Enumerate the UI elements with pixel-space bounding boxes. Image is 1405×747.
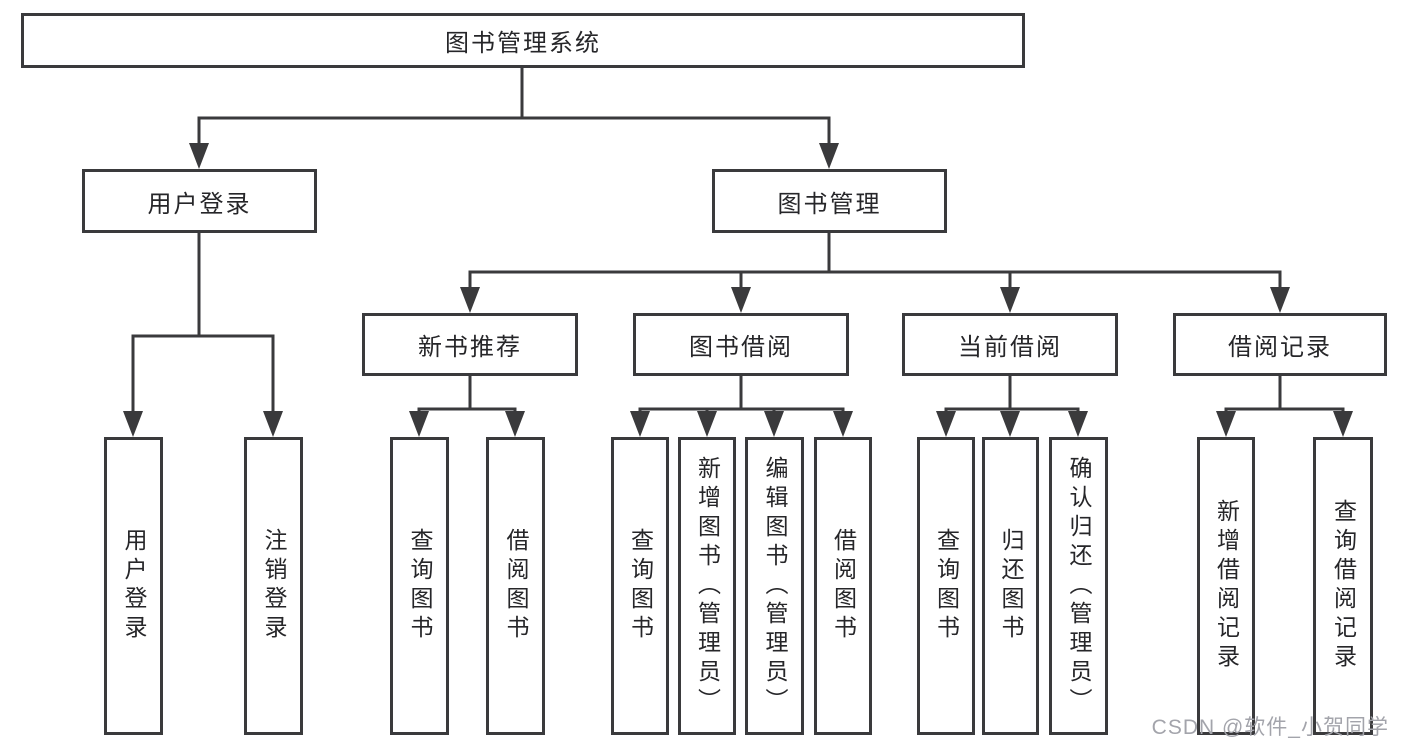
leaf-bb-query-book: 查询图书 bbox=[611, 437, 669, 735]
node-root: 图书管理系统 bbox=[21, 13, 1025, 68]
node-new-book-recommend-label: 新书推荐 bbox=[418, 334, 522, 361]
node-current-borrow-label: 当前借阅 bbox=[958, 334, 1062, 361]
leaf-logout: 注销登录 bbox=[244, 437, 303, 735]
leaf-br-query-record-label: 查询借阅记录 bbox=[1330, 499, 1357, 673]
leaf-bb-edit-book-label: 编辑图书（管理员） bbox=[762, 455, 788, 717]
leaf-bb-query-book-label: 查询图书 bbox=[627, 528, 654, 644]
node-root-label: 图书管理系统 bbox=[445, 30, 601, 57]
leaf-br-add-record: 新增借阅记录 bbox=[1197, 437, 1255, 735]
arrowhead-icons bbox=[123, 143, 1353, 437]
node-book-borrow: 图书借阅 bbox=[633, 313, 849, 376]
leaf-cb-confirm-return: 确认归还（管理员） bbox=[1049, 437, 1108, 735]
leaf-bb-add-book: 新增图书（管理员） bbox=[678, 437, 736, 735]
node-user-login-label: 用户登录 bbox=[147, 190, 252, 218]
leaf-user-login-label: 用户登录 bbox=[121, 528, 147, 644]
watermark: CSDN @软件_小贺同学 bbox=[1151, 716, 1389, 739]
leaf-bb-borrow-book-label: 借阅图书 bbox=[830, 528, 857, 644]
node-borrow-record-label: 借阅记录 bbox=[1228, 334, 1332, 361]
leaf-cb-return-book-label: 归还图书 bbox=[998, 528, 1024, 644]
leaf-cb-return-book: 归还图书 bbox=[982, 437, 1039, 735]
leaf-logout-label: 注销登录 bbox=[261, 528, 287, 644]
leaf-bb-borrow-book: 借阅图书 bbox=[814, 437, 872, 735]
leaf-bb-edit-book: 编辑图书（管理员） bbox=[745, 437, 804, 735]
node-new-book-recommend: 新书推荐 bbox=[362, 313, 578, 376]
leaf-nbr-query-book-label: 查询图书 bbox=[407, 528, 433, 644]
leaf-nbr-borrow-book-label: 借阅图书 bbox=[503, 528, 529, 644]
node-user-login: 用户登录 bbox=[82, 169, 317, 233]
node-book-management: 图书管理 bbox=[712, 169, 947, 233]
node-book-management-label: 图书管理 bbox=[777, 190, 882, 218]
node-book-borrow-label: 图书借阅 bbox=[689, 334, 793, 361]
leaf-br-query-record: 查询借阅记录 bbox=[1313, 437, 1373, 735]
node-borrow-record: 借阅记录 bbox=[1173, 313, 1387, 376]
leaf-nbr-borrow-book: 借阅图书 bbox=[486, 437, 545, 735]
leaf-cb-confirm-return-label: 确认归还（管理员） bbox=[1066, 455, 1092, 717]
node-current-borrow: 当前借阅 bbox=[902, 313, 1118, 376]
leaf-br-add-record-label: 新增借阅记录 bbox=[1213, 499, 1240, 673]
leaf-user-login: 用户登录 bbox=[104, 437, 163, 735]
leaf-cb-query-book-label: 查询图书 bbox=[933, 528, 960, 644]
leaf-bb-add-book-label: 新增图书（管理员） bbox=[694, 455, 721, 717]
leaf-cb-query-book: 查询图书 bbox=[917, 437, 975, 735]
leaf-nbr-query-book: 查询图书 bbox=[390, 437, 449, 735]
